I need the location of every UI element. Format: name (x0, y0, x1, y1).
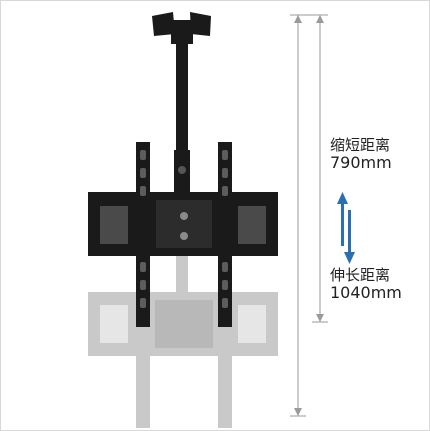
extended-mount-ghost (88, 255, 278, 428)
shorten-value: 790mm (330, 153, 392, 172)
extend-title: 伸长距离 (330, 266, 391, 284)
extend-value: 1040mm (330, 283, 402, 302)
dimension-lines (290, 14, 328, 417)
plate-cutouts (100, 200, 266, 248)
plate-screws (180, 212, 188, 240)
extend-distance-label: 伸长距离 1040mm (330, 266, 402, 302)
shorten-distance-label: 缩短距离 790mm (330, 136, 392, 172)
adjust-arrows-icon (337, 192, 355, 264)
dimension-arrowheads (294, 15, 324, 416)
shorten-title: 缩短距离 (330, 136, 391, 154)
arm-holes (140, 150, 228, 308)
